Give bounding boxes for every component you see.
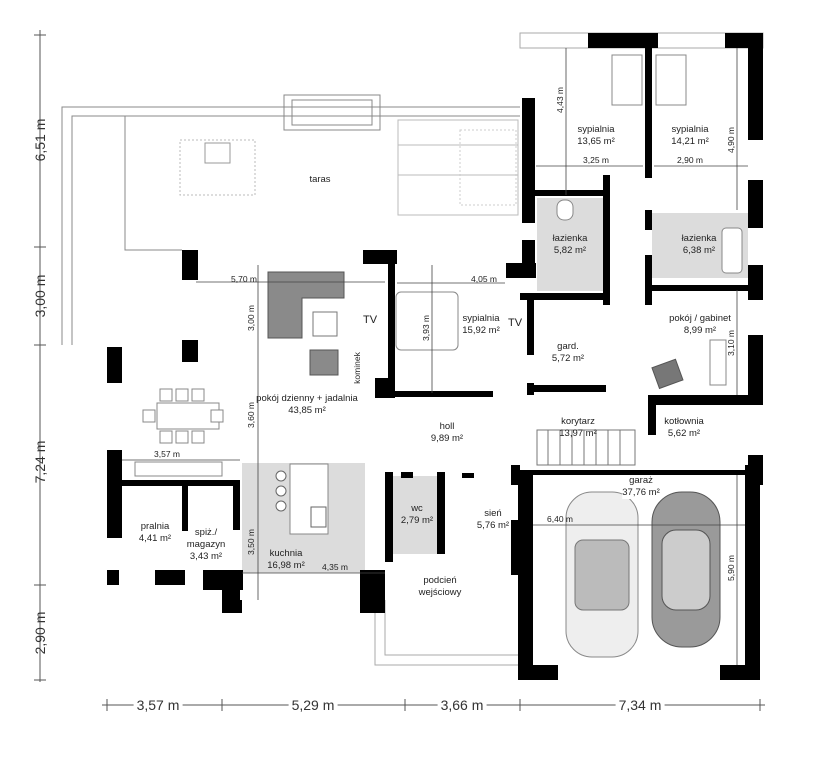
- room-name: sień: [484, 508, 502, 519]
- room-name: garaż: [629, 475, 653, 486]
- dim-label: 3,50 m: [246, 529, 256, 555]
- dim-label: 5,90 m: [726, 555, 736, 581]
- dim-label: 2,90 m: [677, 155, 703, 165]
- dim-label: 3,00 m: [246, 305, 256, 331]
- dim-label: 4,43 m: [555, 87, 565, 113]
- room-taras: taras: [309, 174, 330, 186]
- room-name-line2: wejściowy: [418, 587, 462, 598]
- dim-label: 4,05 m: [471, 274, 497, 284]
- room-name: sypialnia: [577, 124, 615, 135]
- room-name: kotłownia: [664, 416, 704, 427]
- walls: [107, 33, 763, 680]
- room-area: 4,41 m²: [138, 533, 172, 544]
- room-name: kuchnia: [269, 548, 303, 559]
- room-area: 9,89 m²: [430, 433, 464, 444]
- room-name: korytarz: [561, 416, 595, 427]
- outer-dim-bottom-1: 3,57 m: [133, 697, 183, 713]
- stairs: [536, 429, 636, 466]
- tv-label-living: TV: [362, 314, 378, 326]
- outer-dim-left-2: 3,00 m: [32, 274, 48, 318]
- room-name: łazienka: [552, 233, 588, 244]
- cars: [565, 491, 721, 658]
- room-area: 3,43 m²: [189, 551, 223, 562]
- room-area: 14,21 m²: [671, 136, 709, 147]
- room-name: gard.: [557, 341, 579, 352]
- room-name: podcień: [423, 575, 457, 586]
- room-name: holl: [439, 421, 455, 432]
- dim-label: 3,25 m: [583, 155, 609, 165]
- room-area: 15,92 m²: [462, 325, 500, 336]
- room-name-line2: magazyn: [186, 539, 226, 550]
- room-area: 5,76 m²: [476, 520, 510, 531]
- room-area: 5,72 m²: [551, 353, 585, 364]
- dim-label: 3,10 m: [726, 330, 736, 356]
- dim-label: 5,70 m: [231, 274, 257, 284]
- outer-dim-bottom-4: 7,34 m: [615, 697, 665, 713]
- room-area: 6,38 m²: [682, 245, 716, 256]
- terrace-outline: [61, 32, 764, 666]
- room-name: łazienka: [681, 233, 717, 244]
- room-area: 43,85 m²: [288, 405, 326, 416]
- room-area: 5,82 m²: [553, 245, 587, 256]
- room-name: taras: [309, 174, 331, 185]
- dim-label: 6,40 m: [547, 514, 573, 524]
- room-area: 16,98 m²: [267, 560, 305, 571]
- outer-dim-bottom-2: 5,29 m: [288, 697, 338, 713]
- outer-dim-left-1: 6,51 m: [32, 118, 48, 162]
- fireplace-label: kominek: [352, 352, 362, 384]
- dim-label: 3,57 m: [154, 449, 180, 459]
- room-area: 13,97 m²: [559, 428, 597, 439]
- furniture: [134, 54, 743, 535]
- room-area: 2,79 m²: [400, 515, 434, 526]
- room-area: 13,65 m²: [577, 136, 615, 147]
- outer-dim-left-3: 7,24 m: [32, 440, 48, 484]
- dim-label: 3,60 m: [246, 402, 256, 428]
- dim-label: 4,90 m: [726, 127, 736, 153]
- dim-label: 3,93 m: [421, 315, 431, 341]
- outer-dim-left-4: 2,90 m: [32, 611, 48, 655]
- room-name: pokój dzienny + jadalnia: [256, 393, 358, 404]
- room-name: spiż./: [194, 527, 218, 538]
- inner-dimension-lines: [122, 48, 748, 665]
- room-area: 8,99 m²: [683, 325, 717, 336]
- room-name: pokój / gabinet: [669, 313, 731, 324]
- room-name: wc: [411, 503, 423, 514]
- room-area: 5,62 m²: [667, 428, 701, 439]
- room-name: sypialnia: [462, 313, 500, 324]
- room-wardrobe: gard.5,72 m²: [552, 341, 584, 365]
- room-name: sypialnia: [671, 124, 709, 135]
- room-name: pralnia: [140, 521, 170, 532]
- room-area: 37,76 m²: [622, 487, 660, 498]
- outer-dim-bottom-3: 3,66 m: [437, 697, 487, 713]
- tv-label-bedroom: TV: [507, 317, 523, 329]
- dim-label: 4,35 m: [322, 562, 348, 572]
